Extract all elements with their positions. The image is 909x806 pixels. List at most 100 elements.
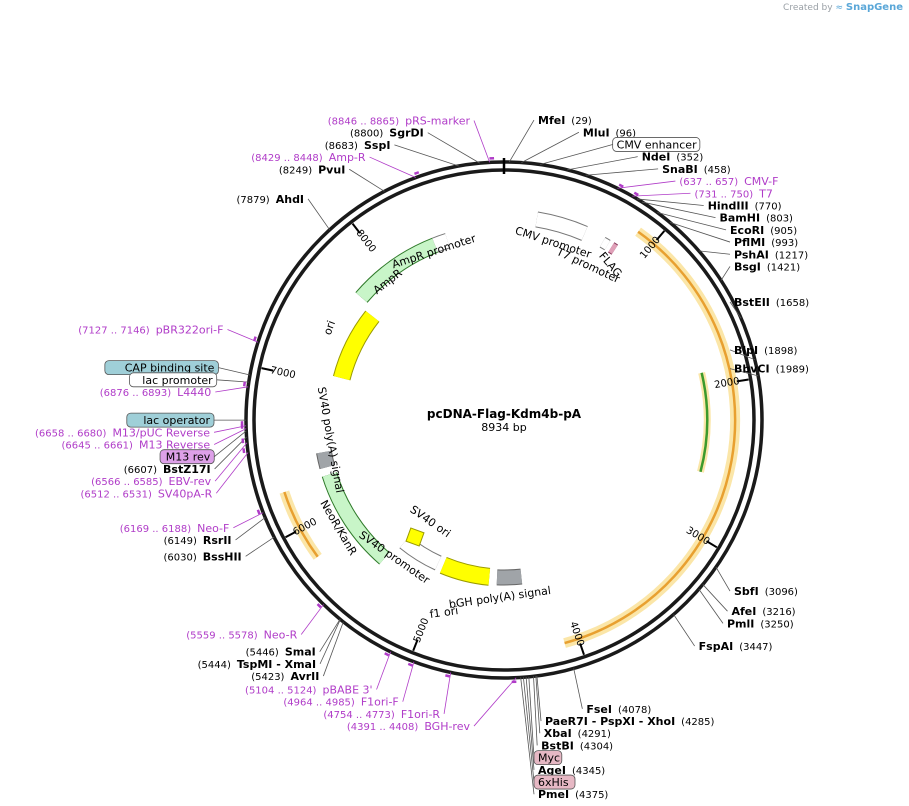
leader-line	[213, 428, 247, 445]
primer-label: (7127 .. 7146) pBR322ori-F	[78, 324, 223, 337]
leader-line	[657, 212, 727, 231]
enzyme-name: NdeI	[642, 151, 671, 164]
leader-line	[214, 430, 247, 458]
primer-range: (7127 .. 7146)	[78, 326, 150, 337]
primer-mark	[242, 448, 246, 454]
enzyme-name: HindIII	[708, 199, 749, 212]
enzyme-site-label: (6607) BstZ17I	[124, 463, 211, 476]
leader-line	[617, 180, 676, 189]
primer-mark	[445, 674, 451, 678]
enzyme-position: (29)	[571, 116, 592, 127]
leader-line	[729, 349, 755, 361]
enzyme-site-label: BbvCI(1989)	[734, 363, 809, 376]
enzyme-name: BsgI	[734, 260, 761, 273]
primer-name: pRS-marker	[405, 114, 470, 127]
enzyme-site-label: (8683)SspI	[325, 139, 391, 152]
plasmid-size: 8934 bp	[481, 421, 526, 434]
primer-name: pBR322ori-F	[156, 324, 224, 337]
feature-arc	[333, 311, 379, 381]
enzyme-position: (803)	[766, 214, 793, 225]
primer-mark	[242, 381, 247, 387]
feature-label: bGH poly(A) signal	[448, 584, 552, 611]
feature-box-label: CAP binding site	[125, 362, 215, 375]
feature-box	[612, 137, 701, 152]
primer-range: (637 .. 657)	[679, 177, 738, 188]
primer-label: (8429 .. 8448)Amp-R	[251, 151, 366, 164]
leader-line	[307, 198, 330, 231]
enzyme-name: BstZ17I	[163, 463, 211, 476]
enzyme-site-label: SbfI(3096)	[734, 585, 798, 598]
leader-line	[536, 675, 542, 722]
primer-mark	[253, 336, 257, 342]
leader-line	[473, 677, 517, 727]
enzyme-position: (1658)	[776, 298, 809, 309]
feature-box	[533, 750, 563, 766]
enzyme-name: FseI	[586, 703, 612, 716]
primer-range: (8429 .. 8448)	[251, 153, 323, 164]
enzyme-site-label: (6030)BssHII	[164, 550, 242, 563]
leader-line	[729, 301, 742, 319]
feature-box-label: CMV enhancer	[617, 138, 697, 151]
enzyme-name: RsrII	[203, 534, 232, 547]
enzyme-site-label: PshAI(1217)	[734, 248, 808, 261]
leader-line	[528, 676, 535, 758]
leader-line	[394, 144, 459, 167]
enzyme-position: (770)	[755, 201, 782, 212]
leader-line	[636, 198, 704, 206]
plasmid-name: pcDNA-Flag-Kdm4b-pA	[427, 407, 582, 421]
enzyme-name: SbfI	[734, 585, 759, 598]
leader-line	[673, 614, 695, 647]
enzyme-site-label: FspAI(3447)	[699, 640, 773, 653]
primer-mark	[633, 191, 639, 197]
primer-label: (6645 .. 6661)M13 Reverse	[62, 439, 211, 452]
leader-line	[218, 367, 251, 376]
enzyme-site-label: PmeI(4375)	[538, 788, 608, 801]
primer-mark	[316, 603, 322, 609]
primer-name: T7	[758, 187, 773, 200]
primer-name: Neo-F	[197, 522, 229, 535]
feature-box-label: 6xHis	[538, 776, 569, 789]
enzyme-site-label: (7879)AhdI	[236, 193, 304, 206]
enzyme-name: BlpI	[734, 344, 758, 357]
enzyme-name: XbaI	[544, 727, 572, 740]
primer-range: (6512 .. 6531)	[80, 489, 152, 500]
leader-line	[227, 329, 259, 343]
enzyme-position: (4285)	[681, 717, 714, 728]
enzyme-position: (1217)	[775, 250, 808, 261]
credit-brand: SnapGene	[845, 2, 903, 13]
enzyme-site-label: EcoRI(905)	[730, 224, 797, 237]
primer-mark	[384, 652, 390, 657]
enzyme-position: (6607)	[124, 465, 157, 476]
enzyme-site-label: HindIII (770)	[708, 199, 782, 212]
feature-box	[159, 449, 215, 465]
primer-label: (6169 .. 6188)Neo-F	[120, 522, 230, 535]
enzyme-site-label: BstBI(4304)	[541, 739, 613, 752]
leader-lines-layer	[213, 119, 759, 795]
enzyme-site-label: AfeI(3216)	[731, 605, 795, 618]
leader-line	[427, 132, 480, 164]
primer-range: (4964 .. 4985)	[283, 698, 355, 709]
enzyme-position: (6149)	[164, 536, 197, 547]
enzyme-position: (96)	[616, 128, 637, 139]
primer-label: (8846 .. 8865) pRS-marker	[328, 114, 471, 127]
sv40-ori-mark	[405, 527, 425, 547]
feature-label: f1 ori	[429, 604, 459, 621]
primer-range: (4391 .. 4408)	[347, 722, 419, 733]
leader-line	[521, 131, 580, 163]
primer-name: L4440	[177, 386, 211, 399]
enzyme-site-label: BsgI(1421)	[734, 260, 800, 273]
leader-line	[402, 661, 415, 702]
enzyme-position: (458)	[704, 165, 731, 176]
enzyme-site-label: MfeI(29)	[538, 114, 592, 127]
feature-arc	[432, 234, 450, 252]
primer-name: SV40pA-R	[158, 487, 213, 500]
scale-tick	[412, 639, 419, 652]
primer-range: (8846 .. 8865)	[328, 116, 400, 127]
enzyme-site-label: (6149) RsrII	[164, 534, 232, 547]
primer-range: (6645 .. 6661)	[62, 441, 134, 452]
primer-label: (6658 .. 6680)M13/pUC Reverse	[35, 426, 210, 439]
enzyme-name: MluI	[583, 126, 610, 139]
feature-arc	[535, 212, 588, 240]
enzyme-position: (4304)	[580, 741, 613, 752]
scale-tick	[736, 378, 749, 383]
